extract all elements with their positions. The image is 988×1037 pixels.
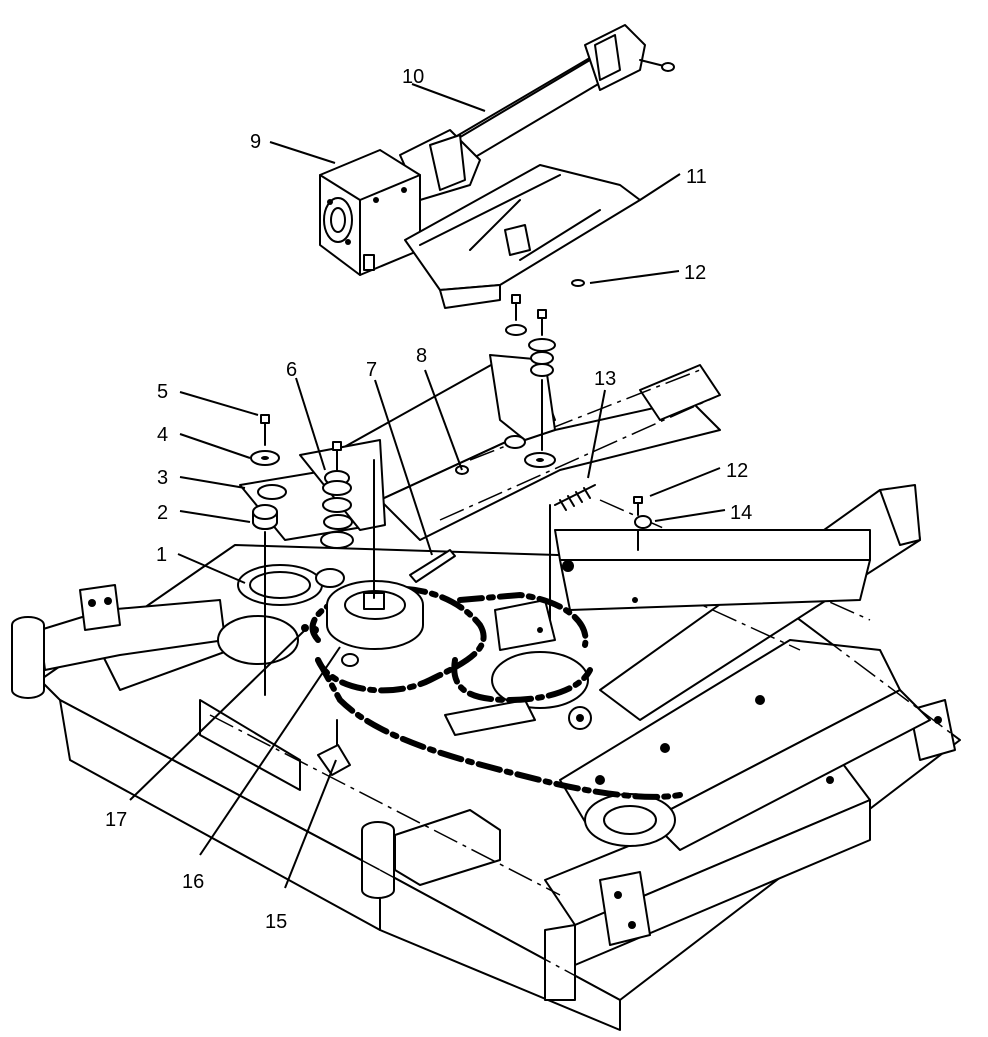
callout-3: 3 (157, 467, 168, 489)
callout-14: 14 (730, 502, 752, 524)
leader-lines (129, 83, 726, 889)
callout-labels: 1 2 3 4 5 6 7 8 9 10 11 12 12 13 14 15 1… (105, 66, 752, 933)
callout-17: 17 (105, 809, 127, 831)
mower-deck (11, 544, 961, 1031)
callout-5: 5 (157, 381, 168, 403)
gearbox-and-driveshaft (319, 24, 675, 309)
callout-12-top: 12 (684, 262, 706, 284)
callout-12-right: 12 (726, 460, 748, 482)
callout-11: 11 (686, 166, 707, 188)
callout-10: 10 (402, 66, 424, 88)
callout-9: 9 (250, 131, 261, 153)
callout-16: 16 (182, 871, 204, 893)
callout-15: 15 (265, 911, 287, 933)
hardware-stack (250, 294, 652, 776)
callout-4: 4 (157, 424, 168, 446)
callout-2: 2 (157, 502, 168, 524)
drive-belt (309, 585, 683, 800)
callout-7: 7 (366, 359, 377, 381)
callout-6: 6 (286, 359, 297, 381)
upper-frame (239, 354, 921, 721)
callout-8: 8 (416, 345, 427, 367)
pulley-assembly (237, 564, 424, 667)
callout-1: 1 (156, 544, 167, 566)
callout-13: 13 (594, 368, 616, 390)
